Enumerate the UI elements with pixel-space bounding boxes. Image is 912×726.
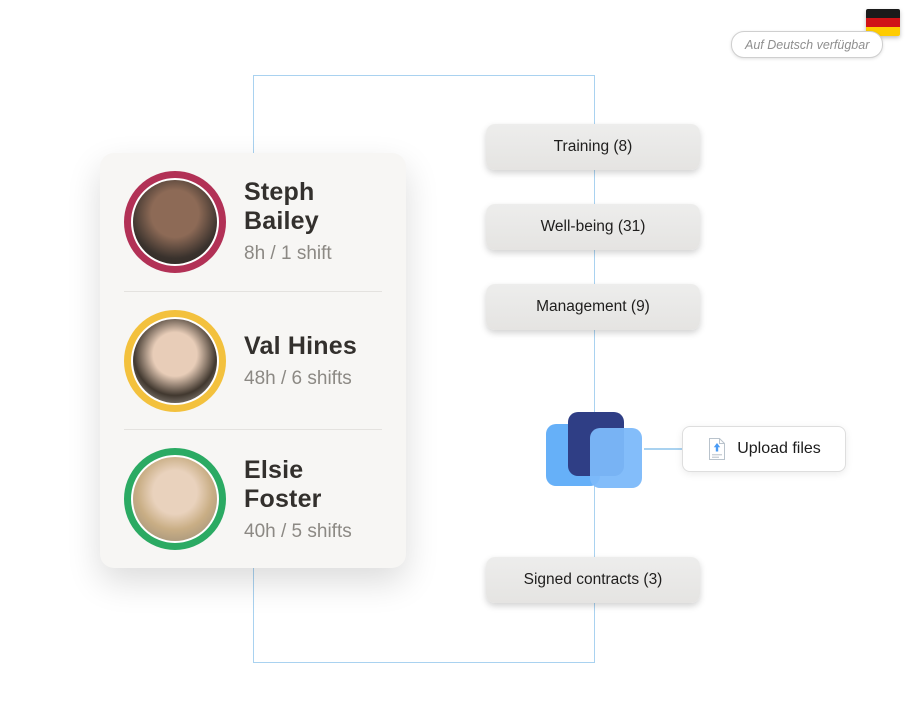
language-badge[interactable]: Auf Deutsch verfügbar [731,31,884,58]
member-text: Steph Bailey 8h / 1 shift [244,178,382,265]
avatar [124,309,226,412]
member-row: Val Hines 48h / 6 shifts [124,290,382,430]
upload-file-icon [707,437,727,461]
folder-stack-icon [546,412,646,494]
member-text: Elsie Foster 40h / 5 shifts [244,456,382,543]
category-button-wellbeing[interactable]: Well-being (31) [486,204,700,250]
member-name: Val Hines [244,331,357,360]
avatar [124,170,226,273]
team-card: Steph Bailey 8h / 1 shift Val Hines 48h … [100,153,406,568]
avatar [124,448,226,551]
upload-files-label: Upload files [737,440,821,457]
member-name: Elsie Foster [244,455,322,513]
member-photo [133,179,217,264]
language-badge-label: Auf Deutsch verfügbar [745,37,870,52]
member-photo [133,457,217,542]
category-button-training[interactable]: Training (8) [486,124,700,170]
member-photo [133,318,217,403]
upload-files-button[interactable]: Upload files [682,426,846,472]
flag-stripe-black [866,9,900,18]
member-name: Steph Bailey [244,178,319,236]
flag-stripe-red [866,18,900,27]
upload-connector-line [644,448,682,450]
member-row: Steph Bailey 8h / 1 shift [124,153,382,291]
german-flag-icon[interactable] [866,9,900,36]
folder-front-shape [590,428,642,488]
member-hours: 40h / 5 shifts [244,520,352,542]
member-hours: 48h / 6 shifts [244,367,352,389]
member-hours: 8h / 1 shift [244,243,332,265]
category-button-management[interactable]: Management (9) [486,284,700,330]
category-button-signed-contracts[interactable]: Signed contracts (3) [486,557,700,603]
member-row: Elsie Foster 40h / 5 shifts [124,429,382,568]
member-text: Val Hines 48h / 6 shifts [244,332,357,390]
flag-stripe-gold [866,27,900,36]
